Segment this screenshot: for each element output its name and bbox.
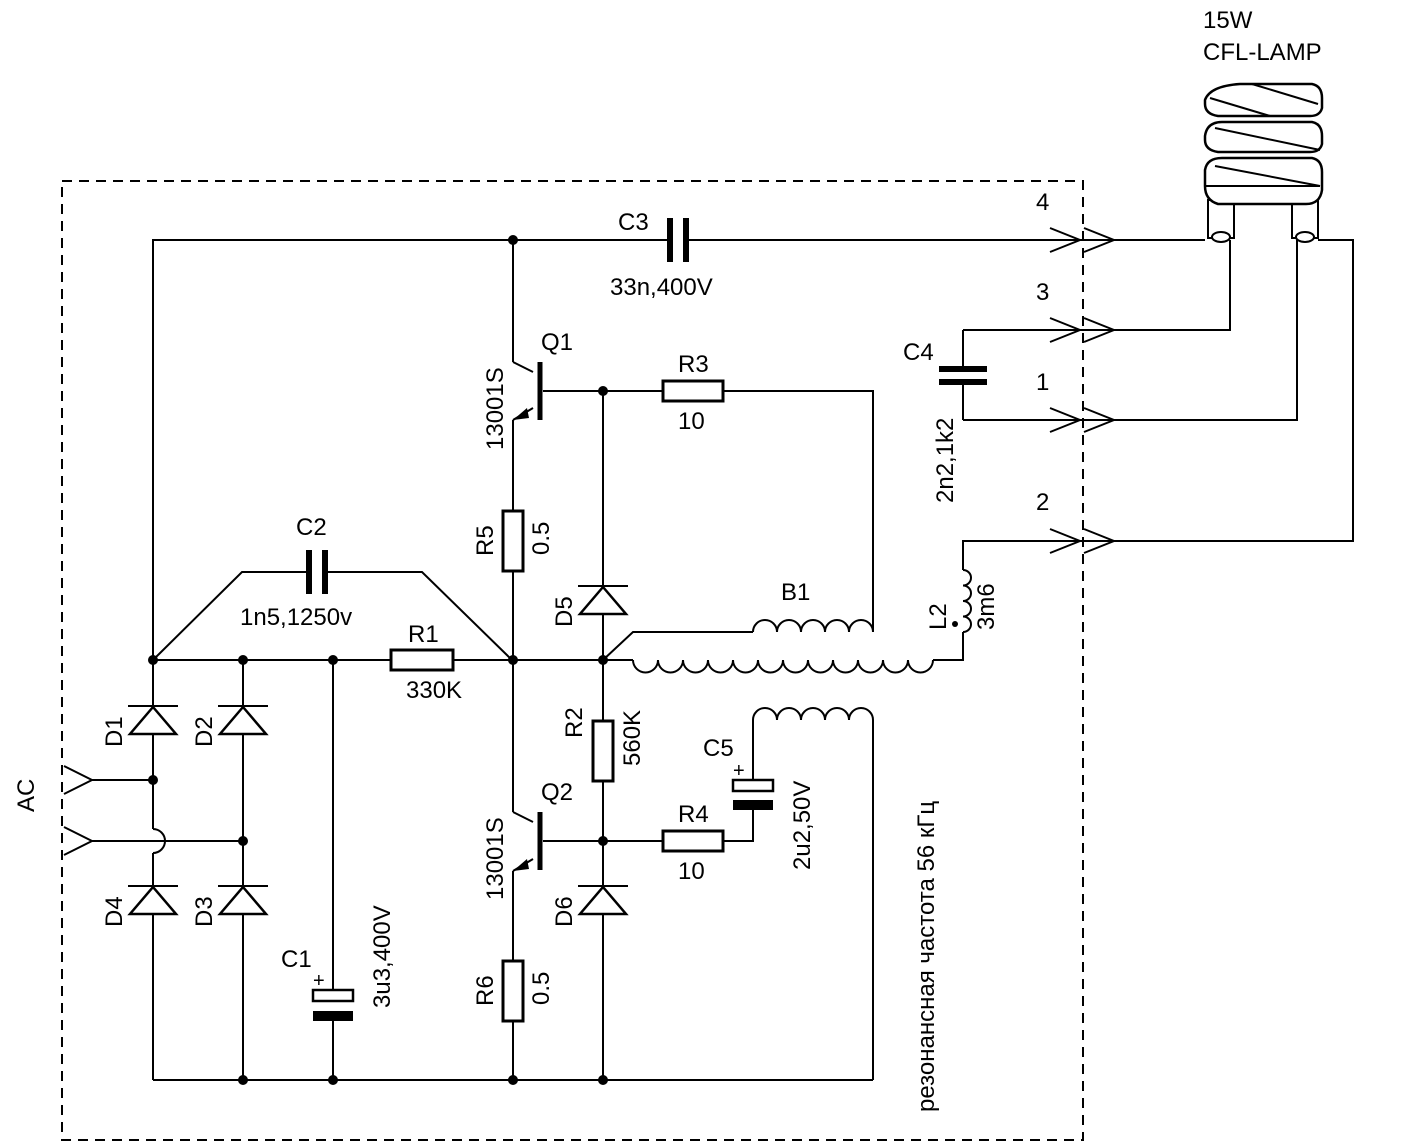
c1-ref: C1 <box>281 946 312 973</box>
q2-ref: Q2 <box>541 779 573 806</box>
r3-ref: R3 <box>678 351 709 378</box>
inductor-l2: L2 3m6 <box>925 569 1000 633</box>
connector-3: 3 <box>1036 279 1117 343</box>
c4-value: 2n2,1k2 <box>932 418 959 503</box>
c3-ref: C3 <box>618 209 649 236</box>
capacitor-c5: + C5 2u2,50V <box>703 735 816 870</box>
q1-ref: Q1 <box>541 329 573 356</box>
c5-value: 2u2,50V <box>789 781 816 870</box>
d2-ref: D2 <box>191 716 218 747</box>
diode-d5: D5 <box>551 585 629 627</box>
c2-value: 1n5,1250v <box>240 604 352 631</box>
transistor-q1: Q1 13001S <box>482 329 573 450</box>
r4-ref: R4 <box>678 801 709 828</box>
diode-d4: D4 <box>101 885 179 927</box>
junctions <box>148 235 608 1085</box>
resistor-r5: R5 0.5 <box>472 509 555 573</box>
capacitor-c4: C4 2n2,1k2 <box>903 339 987 503</box>
resistor-r1: R1 330K <box>389 621 462 704</box>
ballast-enclosure <box>61 180 1084 1141</box>
resistor-r6: R6 0.5 <box>472 959 555 1023</box>
capacitor-c3: C3 33n,400V <box>610 209 713 301</box>
r3-value: 10 <box>678 408 705 435</box>
diode-d3: D3 <box>191 885 269 927</box>
connector-4: 4 <box>1036 189 1117 253</box>
l2-value: 3m6 <box>973 583 1000 630</box>
connector-1-label: 1 <box>1036 369 1049 396</box>
c1-value: 3u3,400V <box>369 905 396 1008</box>
r4-value: 10 <box>678 858 705 885</box>
l2-ref: L2 <box>925 603 952 630</box>
r2-ref: R2 <box>561 707 588 738</box>
resonance-note: резонансная частота 56 кГц <box>913 801 940 1112</box>
c5-ref: C5 <box>703 735 734 762</box>
d4-ref: D4 <box>101 896 128 927</box>
c2-ref: C2 <box>296 514 327 541</box>
ac-label: AC <box>13 779 40 812</box>
r5-ref: R5 <box>472 525 499 556</box>
resistor-r4: R4 10 <box>661 801 725 885</box>
resistor-r3: R3 10 <box>661 351 725 435</box>
r5-value: 0.5 <box>528 522 555 555</box>
b1-ref: B1 <box>781 579 810 606</box>
diode-d6: D6 <box>551 885 629 927</box>
c1-polarity: + <box>313 970 325 992</box>
d3-ref: D3 <box>191 896 218 927</box>
capacitor-c1: + C1 3u3,400V <box>281 905 396 1021</box>
d6-ref: D6 <box>551 896 578 927</box>
r1-value: 330K <box>406 677 462 704</box>
r6-ref: R6 <box>472 975 499 1006</box>
cfl-lamp-icon: 15W CFL-LAMP <box>1203 7 1324 243</box>
diode-d1: D1 <box>101 705 179 747</box>
connector-1: 1 <box>1036 369 1117 433</box>
transistor-q2: Q2 13001S <box>482 779 573 900</box>
c3-value: 33n,400V <box>610 274 713 301</box>
c5-polarity: + <box>733 760 745 782</box>
connector-2-label: 2 <box>1036 489 1049 516</box>
r6-value: 0.5 <box>528 972 555 1005</box>
r2-value: 560K <box>619 710 646 766</box>
connector-2: 2 <box>1036 489 1117 554</box>
r1-ref: R1 <box>408 621 439 648</box>
c4-ref: C4 <box>903 339 934 366</box>
d1-ref: D1 <box>101 716 128 747</box>
connector-3-label: 3 <box>1036 279 1049 306</box>
capacitor-c2: C2 1n5,1250v <box>240 514 352 631</box>
q2-value: 13001S <box>482 817 509 900</box>
connector-4-label: 4 <box>1036 189 1049 216</box>
lamp-type: CFL-LAMP <box>1203 39 1322 66</box>
ac-input: AC <box>13 765 95 856</box>
resistor-r2: R2 560K <box>561 707 646 783</box>
diode-d2: D2 <box>191 705 269 747</box>
q1-value: 13001S <box>482 367 509 450</box>
d5-ref: D5 <box>551 596 578 627</box>
lamp-power: 15W <box>1203 7 1253 34</box>
transformer-b1: B1 <box>632 579 934 721</box>
